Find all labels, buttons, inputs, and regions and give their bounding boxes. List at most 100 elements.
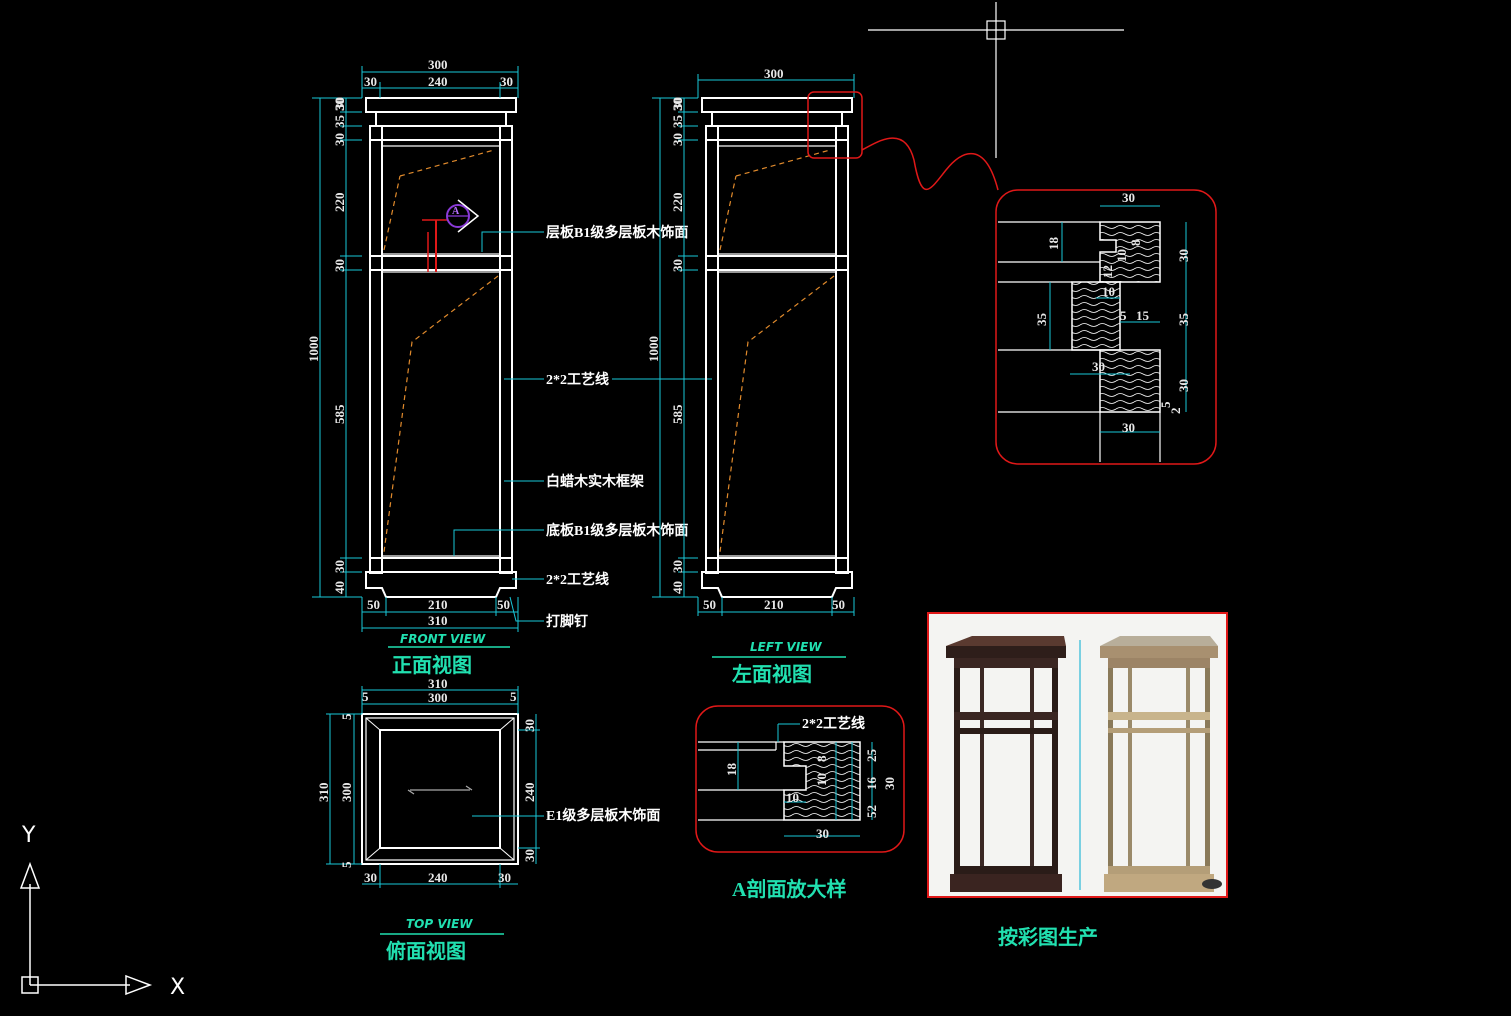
left-dim-v9: 30 bbox=[670, 560, 685, 573]
section-a-dim-8: 8 bbox=[814, 755, 829, 762]
section-a-dim-18: 18 bbox=[724, 763, 739, 777]
note-groove-1: 2*2工艺线 bbox=[546, 371, 609, 388]
top-dim-left-5b: 5 bbox=[339, 861, 354, 868]
top-dim-b-30b: 30 bbox=[498, 870, 511, 885]
left-dim-b1: 50 bbox=[703, 597, 716, 612]
top-dim-right-30b: 30 bbox=[522, 849, 537, 862]
section-a-detail: 2*2工艺线 18 10 8 25 16 30 52 10 30 A剖面放大样 bbox=[695, 705, 905, 901]
detail-dim-2: 18 bbox=[1046, 237, 1061, 251]
detail-dim-5: 8 bbox=[1128, 239, 1143, 246]
front-view-title-en: FRONT VIEW bbox=[400, 632, 486, 646]
detail-dim-11: 35 bbox=[1176, 313, 1191, 327]
front-view: A 300 30 240 30 30 bbox=[306, 57, 519, 677]
front-dim-total-width: 300 bbox=[428, 57, 448, 72]
note-frame: 白蜡木实木框架 bbox=[546, 473, 644, 490]
detail-dim-9: 5 bbox=[1120, 308, 1127, 323]
section-a-dim-52: 52 bbox=[864, 805, 879, 818]
section-a-dim-30-right: 30 bbox=[882, 777, 897, 790]
left-dim-v10: 40 bbox=[670, 581, 685, 594]
front-dim-v2: 30 bbox=[332, 133, 347, 146]
photo-caption: 按彩图生产 bbox=[998, 925, 1098, 949]
left-dim-v6: 30 bbox=[670, 259, 685, 272]
left-dim-v3: 35 bbox=[670, 115, 685, 129]
front-dim-v4: 30 bbox=[332, 97, 347, 110]
left-dim-v5: 220 bbox=[670, 193, 685, 213]
dark-stand-illustration bbox=[946, 636, 1066, 892]
front-dim-left-margin: 30 bbox=[364, 74, 377, 89]
top-dim-right-240: 240 bbox=[522, 783, 537, 803]
section-a-dim-10: 10 bbox=[814, 773, 829, 786]
section-a-title: A剖面放大样 bbox=[732, 877, 846, 901]
detail-dim-12: 30 bbox=[1092, 359, 1105, 374]
top-dim-310: 310 bbox=[428, 676, 448, 691]
detail-dim-14: 5 bbox=[1158, 401, 1173, 408]
section-a-dim-10b: 10 bbox=[786, 790, 799, 805]
left-dim-v1: 30 bbox=[670, 98, 685, 111]
left-dim-total-height: 1000 bbox=[646, 336, 661, 362]
cap-section-detail: 30 18 12 10 8 30 10 35 5 15 35 30 30 5 2… bbox=[995, 189, 1217, 465]
detail-dim-13: 30 bbox=[1176, 379, 1191, 392]
detail-dim-16: 30 bbox=[1122, 420, 1135, 435]
front-dim-v6: 30 bbox=[332, 259, 347, 272]
front-dim-v1: 30 bbox=[332, 98, 347, 111]
section-marker-label: A bbox=[452, 206, 460, 217]
front-dim-b2: 210 bbox=[428, 597, 448, 612]
top-view-title-cn: 俯面视图 bbox=[386, 939, 466, 963]
front-view-title-cn: 正面视图 bbox=[392, 654, 472, 677]
front-view-annotations: 层板B1级多层板木饰面 2*2工艺线 白蜡木实木框架 底板B1级多层板木饰面 2… bbox=[453, 224, 712, 630]
ucs-axis-icon bbox=[19, 861, 153, 996]
front-dim-v9: 30 bbox=[332, 560, 347, 573]
top-dim-left-5a: 5 bbox=[339, 713, 354, 720]
left-view-title-en: LEFT VIEW bbox=[750, 640, 822, 654]
top-dim-5a: 5 bbox=[362, 689, 369, 704]
detail-dim-3: 12 bbox=[1100, 265, 1115, 278]
detail-dim-4: 10 bbox=[1114, 249, 1129, 262]
top-dim-b-30a: 30 bbox=[364, 870, 377, 885]
left-dim-v4: 30 bbox=[670, 97, 685, 110]
front-dim-inner-width: 240 bbox=[428, 74, 448, 89]
ucs-y-label: Y bbox=[21, 823, 36, 848]
section-a-dim-30: 30 bbox=[816, 826, 829, 841]
left-dim-b3: 50 bbox=[832, 597, 845, 612]
note-groove-2: 2*2工艺线 bbox=[546, 571, 609, 588]
top-dim-left-300: 300 bbox=[339, 783, 354, 803]
front-dim-v10: 40 bbox=[332, 581, 347, 594]
detail-dim-6: 30 bbox=[1176, 249, 1191, 262]
left-dim-v2: 30 bbox=[670, 133, 685, 146]
section-a-dim-16: 16 bbox=[864, 777, 879, 791]
section-a-note: 2*2工艺线 bbox=[802, 715, 865, 732]
detail-dim-8: 35 bbox=[1034, 313, 1049, 327]
top-view: 310 5 300 5 310 300 5 5 30 240 30 30 240… bbox=[316, 676, 660, 963]
note-nail: 打脚钉 bbox=[546, 613, 588, 630]
note-shelf: 层板B1级多层板木饰面 bbox=[546, 224, 688, 241]
top-view-title-en: TOP VIEW bbox=[406, 917, 473, 931]
top-dim-5b: 5 bbox=[510, 689, 517, 704]
crosshair-cursor bbox=[868, 2, 1124, 158]
left-view-title-cn: 左面视图 bbox=[732, 662, 812, 686]
front-dim-v5: 220 bbox=[332, 193, 347, 213]
top-dim-b-240: 240 bbox=[428, 870, 448, 885]
front-dim-total-height: 1000 bbox=[306, 336, 321, 362]
detail-dim-7: 10 bbox=[1102, 284, 1115, 299]
front-dim-b3: 50 bbox=[497, 597, 510, 612]
left-view: 300 30 30 35 30 220 30 1000 585 30 40 50… bbox=[646, 66, 999, 686]
top-dim-right-30a: 30 bbox=[522, 719, 537, 732]
left-dim-v8: 585 bbox=[670, 404, 685, 424]
left-dim-b2: 210 bbox=[764, 597, 784, 612]
section-a-dim-25: 25 bbox=[864, 749, 879, 763]
top-dim-left-310: 310 bbox=[316, 783, 331, 803]
note-bottom: 底板B1级多层板木饰面 bbox=[546, 522, 688, 539]
front-dim-b4: 310 bbox=[428, 613, 448, 628]
detail-dim-15: 2 bbox=[1168, 408, 1183, 415]
top-dim-300: 300 bbox=[428, 690, 448, 705]
light-stand-illustration bbox=[1100, 636, 1222, 892]
front-dim-right-margin: 30 bbox=[500, 74, 513, 89]
front-dim-v3: 35 bbox=[332, 115, 347, 129]
detail-dim-1: 30 bbox=[1122, 190, 1135, 205]
reference-photo bbox=[927, 612, 1228, 898]
note-top-panel: E1级多层板木饰面 bbox=[546, 807, 660, 824]
front-dim-v8: 585 bbox=[332, 404, 347, 424]
detail-dim-10: 15 bbox=[1136, 308, 1150, 323]
front-dim-b1: 50 bbox=[367, 597, 380, 612]
